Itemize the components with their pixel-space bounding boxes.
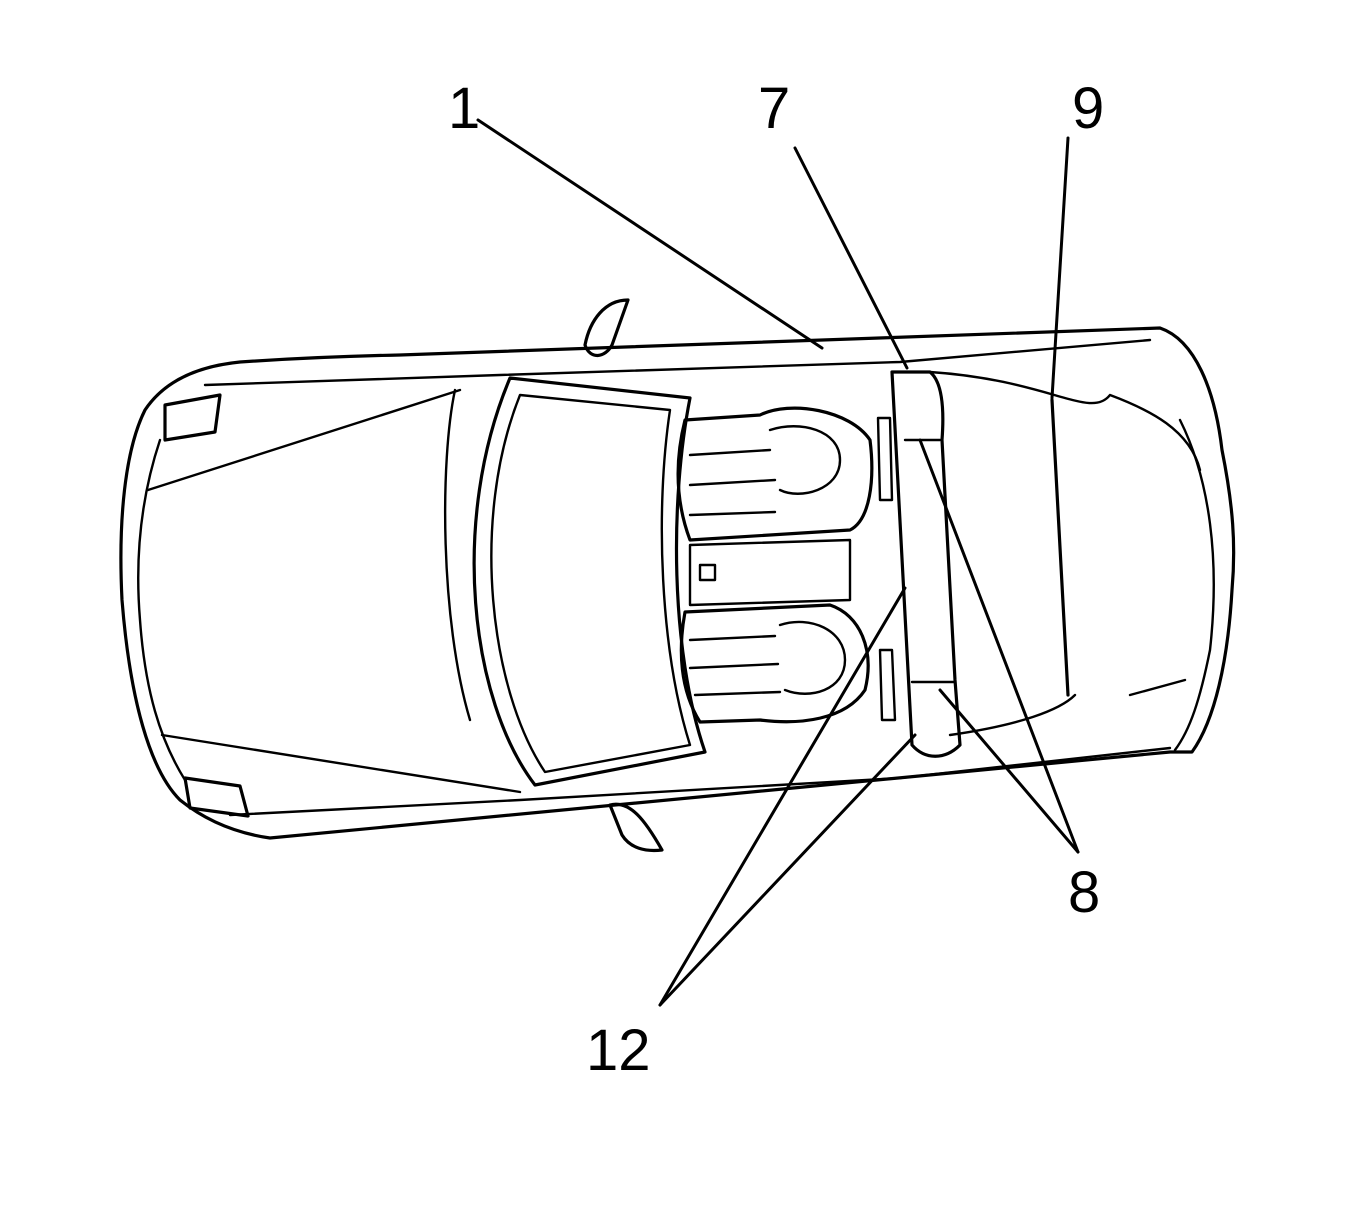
- trunk-curve: [948, 693, 1077, 737]
- car-body: [119, 298, 1236, 853]
- leader-1: [476, 118, 824, 350]
- leader-8b: [938, 688, 1080, 854]
- body-shoulder-bottom: [228, 746, 1172, 817]
- rear-panel-inner: [903, 438, 957, 684]
- leader-8a: [918, 438, 1080, 854]
- mirror-bottom: [608, 802, 664, 853]
- side-trim-bottom: [878, 648, 897, 722]
- callout-12: 12: [586, 1018, 651, 1083]
- center-console: [688, 538, 852, 607]
- trunk-lid-line: [1050, 398, 1070, 697]
- hood-crease-top: [146, 388, 462, 492]
- rear-end-curve: [1173, 418, 1215, 752]
- seat-top: [676, 406, 874, 542]
- rear-panel-bar: [890, 370, 962, 758]
- hood-crease-bottom: [160, 733, 522, 794]
- callout-1: 1: [448, 76, 480, 141]
- a-pillar-top: [443, 388, 472, 722]
- mirror-top: [583, 298, 630, 358]
- windshield-frame-outer: [472, 376, 707, 787]
- callout-8: 8: [1068, 860, 1100, 925]
- windshield-frame-inner: [490, 393, 692, 774]
- cabin: [443, 370, 1070, 787]
- leader-12b: [658, 733, 917, 1007]
- leader-9: [1050, 136, 1070, 400]
- callout-7: 7: [758, 76, 790, 141]
- rear-deck-line: [928, 370, 1202, 472]
- seat-bottom: [679, 603, 870, 724]
- headlight-right: [183, 776, 250, 818]
- leader-lines: [476, 118, 1080, 1007]
- side-trim-top: [876, 416, 894, 502]
- seat-bottom-detail: [688, 620, 847, 697]
- body-outer-outline: [119, 326, 1236, 840]
- seat-top-detail: [688, 425, 842, 517]
- leader-7: [793, 146, 909, 370]
- callout-9: 9: [1072, 76, 1104, 141]
- body-shoulder-top: [203, 338, 1152, 387]
- headlight-left: [163, 393, 222, 442]
- rear-deck-lower: [1128, 678, 1187, 697]
- callouts: 1 7 9 8 12: [448, 76, 1104, 1083]
- front-bumper-inner: [137, 438, 187, 782]
- leader-12a: [658, 586, 907, 1007]
